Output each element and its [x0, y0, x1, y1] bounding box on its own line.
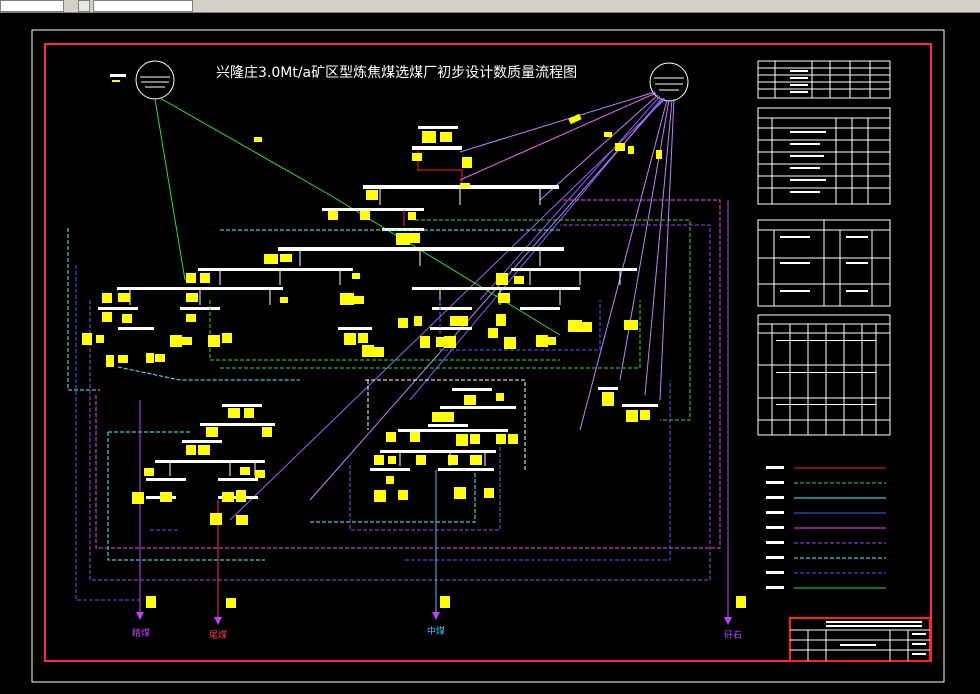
output-arrows: [136, 612, 732, 625]
summary-table-3: [757, 219, 891, 307]
output-label-tailings: 尾煤: [209, 631, 228, 641]
document-icon[interactable]: [78, 0, 90, 12]
output-label-clean-coal: 精煤: [132, 629, 151, 639]
output-label-middlings: 中煤: [427, 627, 446, 637]
cad-toolbar: [0, 0, 980, 13]
summary-table-2: [757, 107, 891, 205]
inner-frame: [44, 43, 932, 662]
right-bunker-lines: [229, 91, 675, 521]
feed-annotation: [112, 80, 120, 82]
output-label-gangue: 矸石: [724, 631, 743, 641]
drawing-title: 兴隆庄3.0Mt/a矿区型炼焦煤选煤厂初步设计数质量流程图: [216, 65, 578, 81]
yellow-annotation-blocks: [82, 131, 746, 608]
summary-table-1: [757, 60, 891, 99]
raw-coal-bunker-left: [135, 60, 175, 100]
outer-frame: [31, 29, 945, 683]
output-lines: [139, 200, 729, 620]
line-annotations: [254, 113, 662, 159]
summary-table-4: [757, 314, 891, 436]
layer-dropdown-left[interactable]: [0, 0, 64, 12]
equipment-bars: [98, 126, 658, 499]
cad-drawing-canvas[interactable]: [0, 13, 980, 694]
raw-coal-bunker-right: [649, 62, 689, 102]
table-text-marks: [776, 70, 876, 405]
line-legend: [766, 466, 886, 589]
title-block: [789, 617, 931, 662]
flow-loops: [67, 199, 721, 601]
style-dropdown[interactable]: [93, 0, 193, 12]
feed-label: [110, 74, 126, 77]
